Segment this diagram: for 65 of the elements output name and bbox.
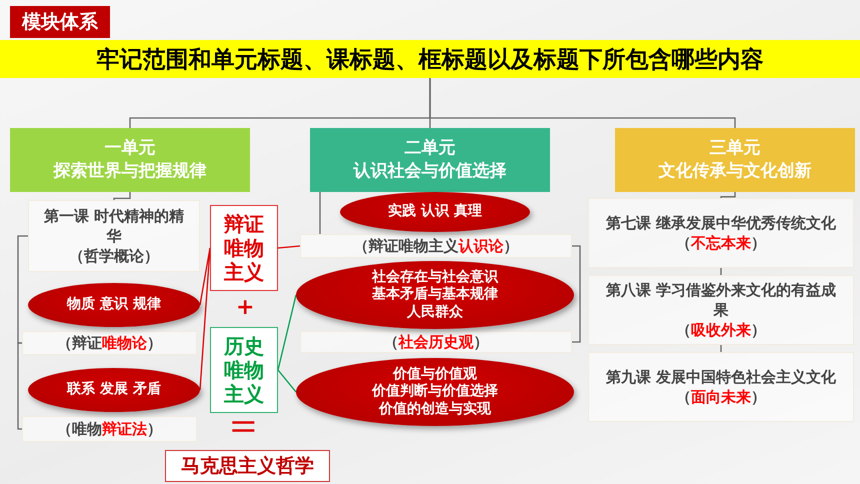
node-text: （辩证唯物主义认识论）	[354, 236, 518, 256]
lesson-box	[300, 234, 572, 258]
node-text: 认识社会与价值选择	[354, 160, 506, 183]
connector-line	[720, 192, 736, 198]
node-text: 基本矛盾与基本规律	[372, 286, 498, 304]
node-text: （不忘本来）	[676, 233, 766, 254]
lesson-box	[28, 200, 200, 272]
connector-line	[277, 294, 297, 370]
unit-box	[615, 128, 855, 192]
node-text: 一单元	[104, 137, 156, 160]
node-text: 第一课 时代精神的精华	[42, 206, 186, 246]
concept-text: 辩证唯物主义	[224, 212, 264, 284]
concept-box	[165, 450, 330, 482]
connector-line	[319, 192, 321, 234]
connector-line	[572, 245, 581, 343]
lesson-box	[22, 416, 197, 442]
concept-box	[210, 205, 278, 291]
keyword-ellipse	[28, 283, 200, 327]
lesson-box	[588, 352, 854, 422]
node-text: 价值判断与价值选择	[372, 383, 498, 400]
node-text: 二单元	[404, 137, 456, 160]
connector-line	[17, 235, 28, 344]
node-text: （吸收外来）	[676, 320, 766, 340]
concept-box	[210, 327, 278, 413]
node-text: 实践 认识 真理	[388, 203, 482, 221]
connector-line	[199, 248, 211, 306]
connector-line	[17, 342, 22, 430]
concept-text: 历史唯物主义	[224, 334, 264, 406]
node-text: （哲学概论）	[69, 246, 159, 266]
connector-line	[429, 78, 736, 128]
node-text: 探索世界与把握规律	[54, 160, 206, 183]
lesson-box	[588, 275, 854, 345]
node-text: 文化传承与文化创新	[658, 160, 812, 183]
keyword-ellipse	[28, 368, 200, 412]
node-text: 第九课 发展中国特色社会主义文化	[606, 366, 836, 387]
node-text: 牢记范围和单元标题、课标题、框标题以及标题下所包含哪些内容	[96, 46, 764, 74]
concept-text: 马克思主义哲学	[181, 454, 314, 479]
lesson-box	[588, 198, 854, 268]
equals-sign: ||	[232, 418, 257, 435]
node-text: 第八课 学习借鉴外来文化的有益成果	[604, 280, 838, 320]
connector-line	[278, 370, 296, 392]
node-text: （唯物辩证法）	[57, 418, 162, 440]
node-text: 物质 意识 规律	[67, 296, 161, 314]
plus-sign: +	[236, 295, 254, 320]
lesson-box	[22, 331, 197, 355]
node-text: 社会存在与社会意识	[372, 268, 498, 286]
connector-line	[199, 248, 211, 390]
node-text: 三单元	[710, 137, 760, 160]
banner-heading	[0, 40, 860, 78]
connector-line	[720, 345, 722, 352]
node-text: 价值的创造与实现	[379, 400, 491, 418]
node-text: （面向未来）	[676, 387, 766, 408]
lesson-box	[300, 331, 572, 353]
section-tag: 模块体系	[10, 6, 110, 38]
connector-line	[720, 268, 722, 275]
node-text: 人民群众	[407, 304, 463, 322]
node-text: 第七课 继承发展中华优秀传统文化	[606, 212, 836, 233]
unit-box	[10, 128, 250, 192]
node-text: （社会历史观）	[384, 332, 488, 352]
unit-box	[310, 128, 550, 192]
node-text: 价值与价值观	[393, 366, 477, 383]
node-text: 联系 发展 矛盾	[67, 381, 161, 399]
connector-line	[113, 192, 131, 200]
connector-line	[278, 245, 300, 249]
node-text: （辩证唯物论）	[57, 332, 162, 354]
